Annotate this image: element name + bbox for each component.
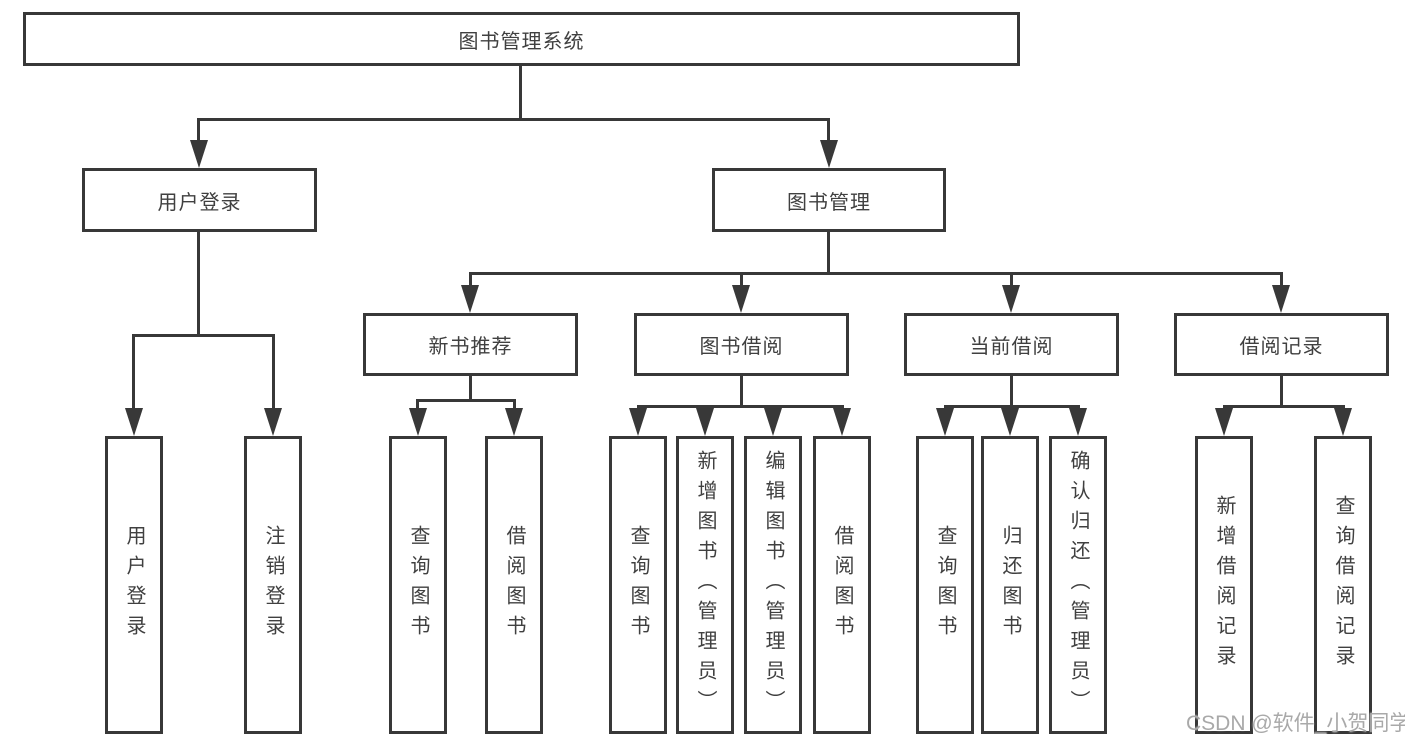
leaf-label: 新增借阅记录 <box>1213 495 1235 675</box>
connector-line <box>637 405 844 408</box>
arrow-down-icon <box>1272 285 1290 313</box>
connector-line <box>1223 405 1345 408</box>
leaf-query-book-current: 查询图书 <box>916 436 974 734</box>
leaf-logout: 注销登录 <box>244 436 302 734</box>
node-label: 当前借阅 <box>969 336 1054 358</box>
leaf-label: 确认归还（管理员） <box>1067 450 1089 720</box>
csdn-watermark: CSDN @软件_小贺同学 <box>1186 712 1405 735</box>
connector-line <box>197 118 200 144</box>
arrow-down-icon <box>461 285 479 313</box>
node-label: 图书借阅 <box>699 336 784 358</box>
leaf-edit-book-admin: 编辑图书（管理员） <box>744 436 802 734</box>
arrow-down-icon <box>833 408 851 436</box>
connector-line <box>513 399 516 412</box>
leaf-label: 查询图书 <box>627 525 649 645</box>
leaf-add-borrow-record: 新增借阅记录 <box>1195 436 1253 734</box>
arrow-down-icon <box>409 408 427 436</box>
node-new-book-recommend: 新书推荐 <box>363 313 578 376</box>
arrow-down-icon <box>1215 408 1233 436</box>
leaf-label: 注销登录 <box>262 525 284 645</box>
leaf-label: 查询图书 <box>407 525 429 645</box>
connector-line <box>469 376 472 402</box>
leaf-label: 用户登录 <box>123 525 145 645</box>
leaf-query-book-recommend: 查询图书 <box>389 436 447 734</box>
connector-line <box>519 66 522 121</box>
leaf-label: 新增图书（管理员） <box>694 450 716 720</box>
leaf-label: 借阅图书 <box>503 525 525 645</box>
arrow-down-icon <box>936 408 954 436</box>
arrow-down-icon <box>764 408 782 436</box>
leaf-label: 归还图书 <box>999 525 1021 645</box>
node-book-borrow: 图书借阅 <box>634 313 849 376</box>
connector-line <box>132 334 135 412</box>
connector-line <box>272 334 275 412</box>
connector-line <box>827 118 830 144</box>
leaf-label: 借阅图书 <box>831 525 853 645</box>
node-label: 图书管理 <box>787 191 871 214</box>
leaf-return-book: 归还图书 <box>981 436 1039 734</box>
arrow-down-icon <box>1334 408 1352 436</box>
connector-line <box>132 334 275 337</box>
node-user-login: 用户登录 <box>82 168 317 232</box>
connector-line <box>740 272 743 288</box>
leaf-label: 编辑图书（管理员） <box>762 450 784 720</box>
leaf-label: 查询借阅记录 <box>1332 495 1354 675</box>
connector-line <box>469 272 472 288</box>
connector-line <box>469 272 1283 275</box>
connector-line <box>416 399 419 412</box>
node-root-label: 图书管理系统 <box>458 30 585 53</box>
connector-line <box>416 399 516 402</box>
arrow-down-icon <box>125 408 143 436</box>
node-root: 图书管理系统 <box>23 12 1020 66</box>
connector-line <box>1280 272 1283 288</box>
leaf-query-book-borrow: 查询图书 <box>609 436 667 734</box>
connector-line <box>1280 376 1283 408</box>
leaf-user-login: 用户登录 <box>105 436 163 734</box>
arrow-down-icon <box>696 408 714 436</box>
connector-line <box>1010 376 1013 408</box>
node-label: 借阅记录 <box>1239 336 1324 358</box>
connector-line <box>1010 272 1013 288</box>
arrow-down-icon <box>629 408 647 436</box>
arrow-down-icon <box>1069 408 1087 436</box>
arrow-down-icon <box>190 140 208 168</box>
leaf-borrow-book-recommend: 借阅图书 <box>485 436 543 734</box>
node-borrow-record: 借阅记录 <box>1174 313 1389 376</box>
node-label: 用户登录 <box>157 191 242 214</box>
leaf-label: 查询图书 <box>934 525 956 645</box>
arrow-down-icon <box>820 140 838 168</box>
arrow-down-icon <box>1002 285 1020 313</box>
leaf-confirm-return-admin: 确认归还（管理员） <box>1049 436 1107 734</box>
node-book-management: 图书管理 <box>712 168 946 232</box>
connector-line <box>197 118 830 121</box>
connector-line <box>197 232 200 337</box>
arrow-down-icon <box>505 408 523 436</box>
leaf-borrow-book: 借阅图书 <box>813 436 871 734</box>
node-label: 新书推荐 <box>428 336 513 358</box>
arrow-down-icon <box>264 408 282 436</box>
node-current-borrow: 当前借阅 <box>904 313 1119 376</box>
connector-line <box>827 232 830 275</box>
arrow-down-icon <box>732 285 750 313</box>
leaf-add-book-admin: 新增图书（管理员） <box>676 436 734 734</box>
leaf-query-borrow-record: 查询借阅记录 <box>1314 436 1372 734</box>
arrow-down-icon <box>1001 408 1019 436</box>
connector-line <box>740 376 743 408</box>
